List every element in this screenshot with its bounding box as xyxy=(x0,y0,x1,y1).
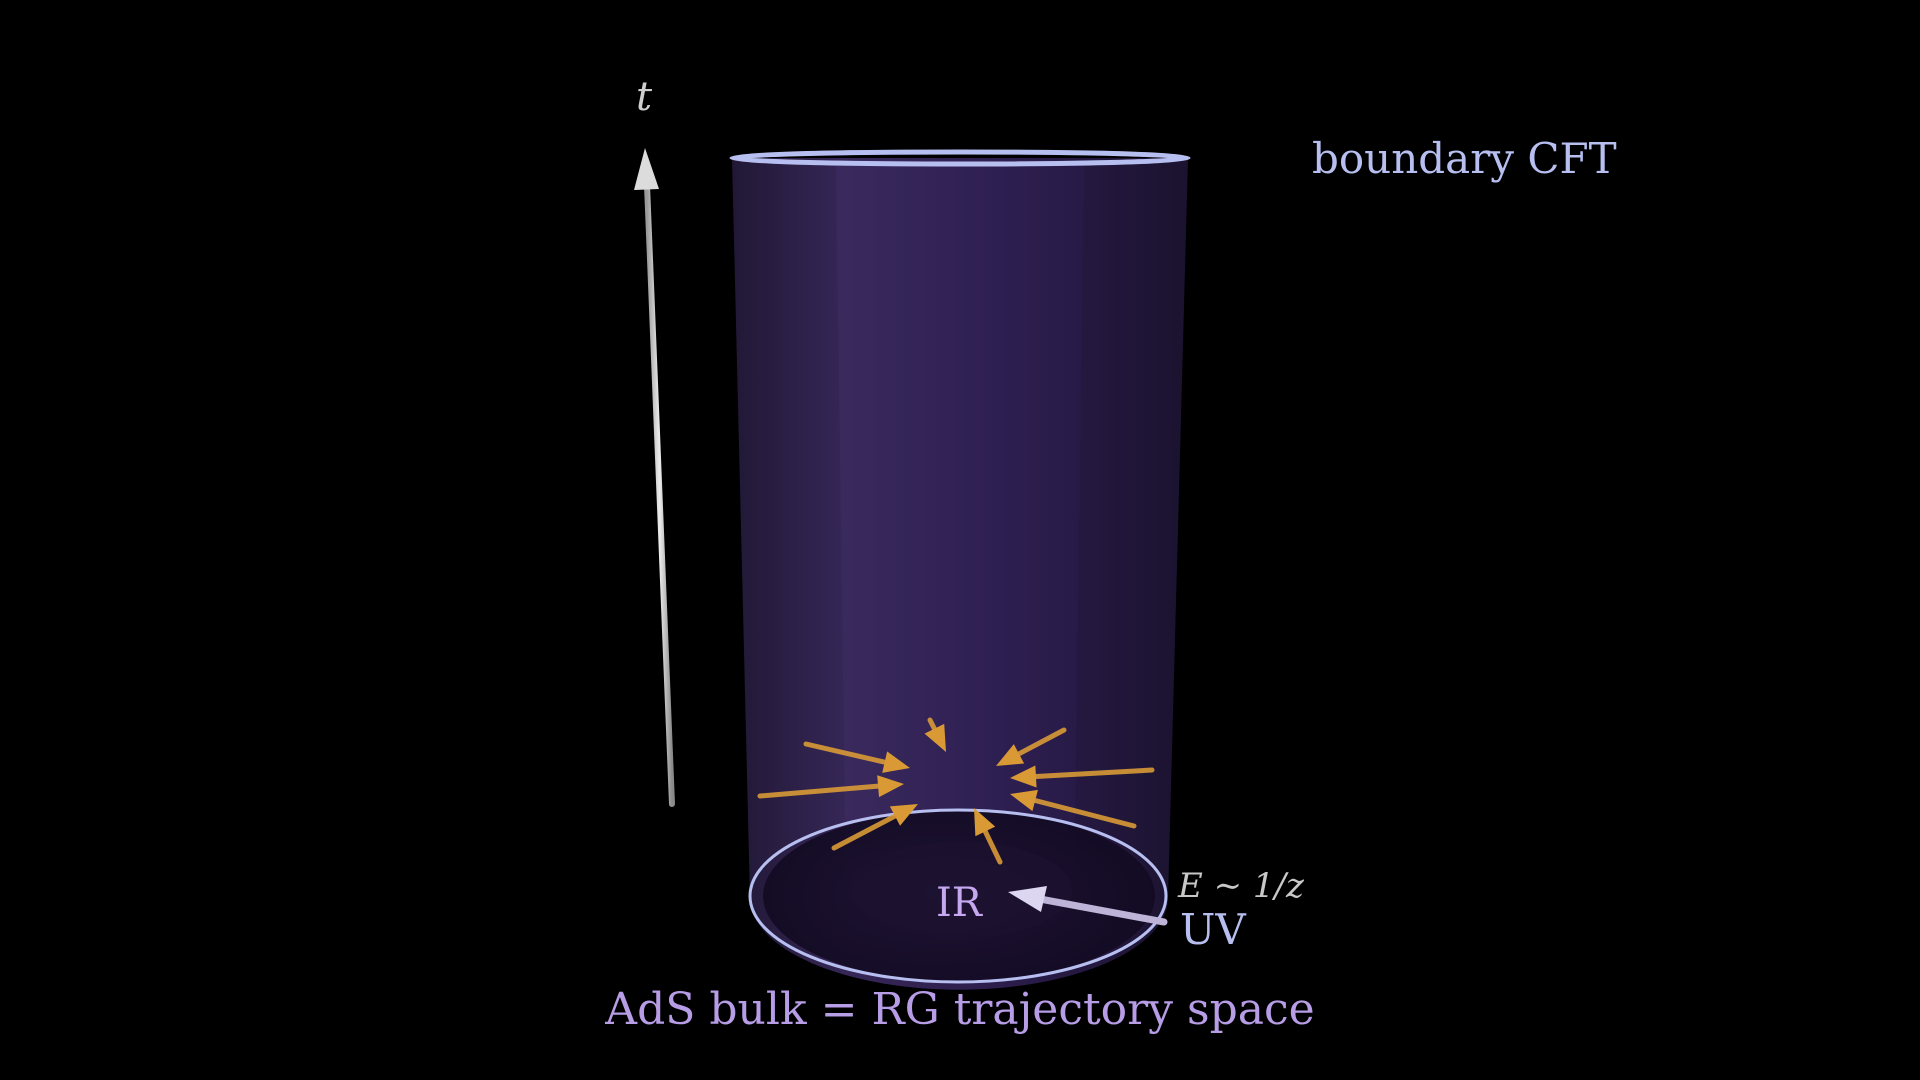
flow-arrow xyxy=(1010,789,1137,829)
boundary-rim xyxy=(729,149,1191,167)
flow-arrow xyxy=(803,741,910,773)
boundary-cft-label: boundary CFT xyxy=(1312,134,1617,183)
caption: AdS bulk = RG trajectory space xyxy=(605,984,1315,1035)
flow-arrow xyxy=(831,804,918,851)
flow-arrow xyxy=(757,775,904,799)
uv-label: UV xyxy=(1180,905,1246,954)
energy-scale-label: E ∼ 1/z xyxy=(1178,866,1304,906)
flow-arrow xyxy=(996,727,1067,766)
ir-label: IR xyxy=(936,880,982,926)
rg-flow-arrows xyxy=(757,717,1155,865)
flow-arrow xyxy=(974,808,1003,865)
uv-to-ir-arrow xyxy=(1008,886,1168,926)
bulk-inner-disc xyxy=(848,842,1072,938)
flow-arrow xyxy=(924,717,946,752)
time-axis-arrow xyxy=(634,148,675,807)
flow-arrow xyxy=(1010,765,1155,788)
time-axis-label: t xyxy=(636,74,653,120)
uv-boundary-circle xyxy=(748,808,1168,984)
bulk-cylinder-highlight xyxy=(836,160,1084,898)
